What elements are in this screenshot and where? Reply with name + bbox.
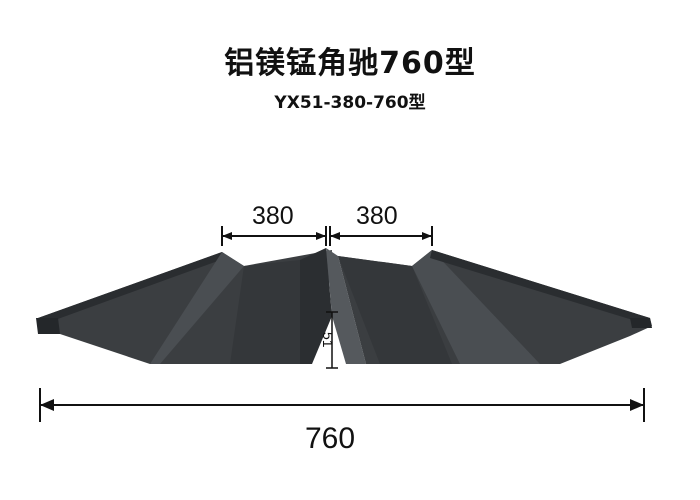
rib-height-label: 51 (320, 332, 336, 348)
product-title: 铝镁锰角驰760型 (224, 46, 476, 81)
total-dimension-line (39, 388, 645, 422)
right-edge-hook (630, 318, 652, 328)
left-edge-hook (36, 318, 60, 334)
right-inner-slope (338, 256, 452, 364)
left-inner-slope (230, 260, 300, 364)
rib-height-indicator (326, 311, 338, 369)
center-seam-right (326, 248, 366, 364)
right-rib-slope (412, 250, 540, 364)
center-seam-left (300, 248, 332, 364)
total-width-label: 760 (305, 422, 356, 455)
left-rib-slope (150, 252, 244, 364)
right-outer-lip (430, 250, 650, 324)
right-span-label: 380 (356, 202, 398, 230)
total-dimension-arrows (40, 399, 644, 411)
top-dimension-arrows (222, 232, 432, 240)
left-span-label: 380 (252, 202, 294, 230)
left-outer-lip (38, 252, 226, 324)
product-model: YX51-380-760型 (274, 93, 426, 113)
